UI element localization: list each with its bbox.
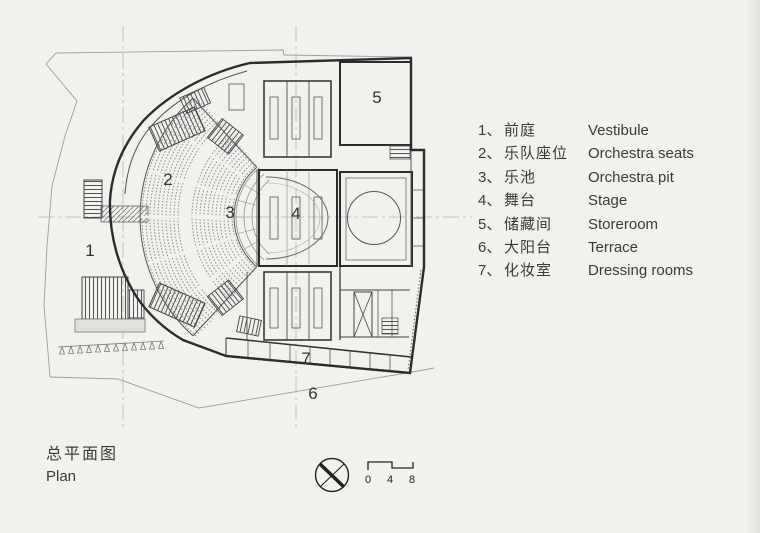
legend-item-number: 7、 [478,262,502,280]
revolve-room [339,171,413,267]
legend: 1、前庭 Vestibule 2、乐队座位 Orchestra seats 3、乐池… [478,119,694,283]
auditorium-seating [139,95,300,339]
legend-item-en: Storeroom [588,215,659,233]
legend-item-en: Vestibule [588,122,649,139]
stair-flight [389,145,411,160]
room-label-6: 6 [308,384,317,403]
room-label-4: 4 [291,204,300,223]
legend-item-number: 5、 [478,215,502,233]
stair-flight [381,317,399,335]
scale-label-4: 4 [387,474,393,486]
orchestra-pit [235,152,300,282]
legend-item-en: Terrace [588,238,639,256]
plaza-edge-ticks [57,340,165,355]
legend-item-zh: 乐队座位 [504,145,569,163]
revolve-circle [347,191,401,245]
legend-item-en: Dressing rooms [588,262,694,280]
legend-item-number: 4、 [478,192,502,210]
stage-transfer-arc [265,176,329,260]
legend-item: 5、储藏间 Storeroom [478,213,694,236]
room-label-3: 3 [225,203,234,222]
legend-item: 1、前庭 Vestibule [478,119,694,142]
legend-item-en: Orchestra pit [588,168,674,186]
legend-item-zh: 大阳台 [504,238,553,256]
rear-stage-block [263,271,332,341]
lower-stair-clusters [148,279,262,337]
legend-item-zh: 前庭 [504,122,537,139]
legend-item-en: Orchestra seats [588,145,694,163]
legend-item-zh: 舞台 [504,192,537,210]
legend-item: 3、乐池 Orchestra pit [478,166,694,189]
legend-item-zh: 乐池 [504,168,537,186]
drawing-title-block: 总平面图 Plan [46,444,118,488]
legend-item-zh: 储藏间 [504,215,553,233]
room-number-labels: 1 2 3 4 5 6 7 [85,88,381,403]
dressing-rooms-band [225,337,412,375]
legend-item: 2、乐队座位 Orchestra seats [478,142,694,165]
service-strip [407,150,424,371]
legend-item-number: 1、 [478,122,502,139]
room-label-1: 1 [85,241,94,260]
backstage-rooms [246,267,410,340]
legend-item-number: 6、 [478,238,502,256]
plan-title-zh: 总平面图 [46,446,119,463]
upper-stair-clusters [148,83,245,155]
fly-tower [263,80,332,158]
shaft-x [353,291,373,338]
scale-label-0: 0 [365,474,371,486]
foyer-inner-wall [124,70,248,195]
building-outline [108,56,426,375]
stage-room [258,169,338,267]
room-label-2: 2 [163,170,172,189]
legend-item-zh: 化妆室 [504,262,553,280]
legend-item-en: Stage [588,192,628,210]
north-arrow-icon [314,457,350,493]
room-label-5: 5 [372,88,381,107]
legend-item: 4、舞台 Stage [478,189,694,212]
legend-item: 6、大阳台 Terrace [478,236,694,259]
legend-item-number: 2、 [478,145,502,163]
vestibule-stairs [74,179,149,333]
scale-label-8: 8 [409,474,415,486]
room-label-7: 7 [301,349,310,368]
legend-item-number: 3、 [478,168,502,186]
plan-title-en: Plan [46,468,77,485]
site-boundary [43,49,435,409]
scale-bar: 0 4 8 [365,461,415,486]
legend-item: 7、化妆室 Dressing rooms [478,259,694,282]
